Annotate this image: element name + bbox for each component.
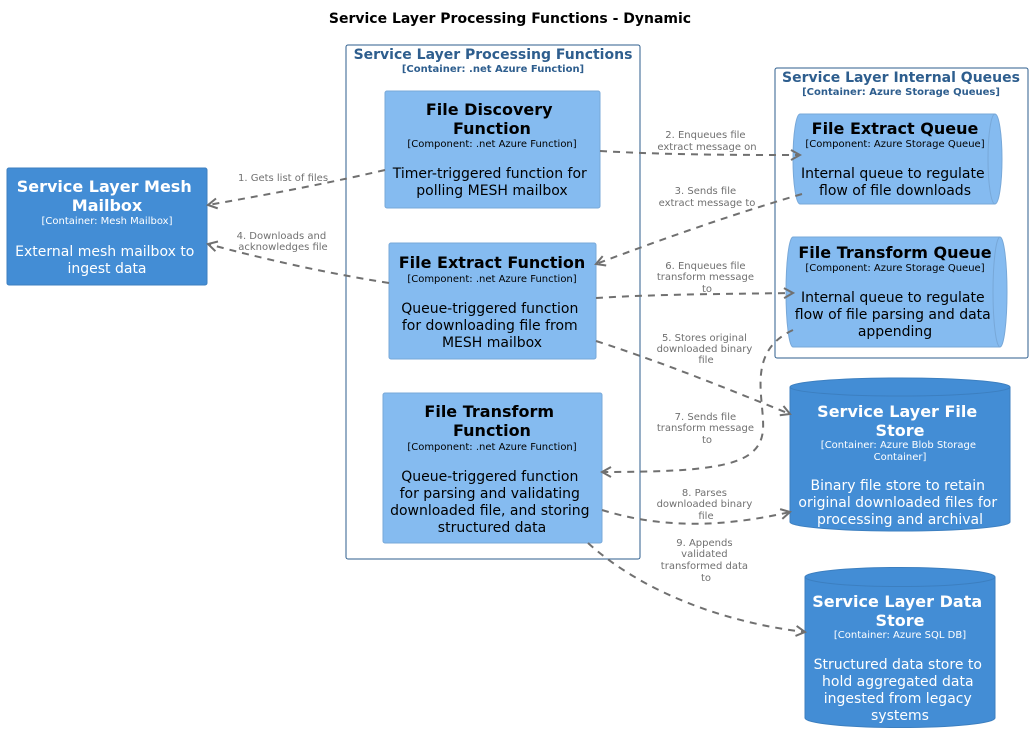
edge-7-label: 7. Sends file transform message to	[657, 412, 757, 446]
file-store-desc-2: original downloaded files for	[798, 495, 997, 511]
mesh-type: [Container: Mesh Mailbox]	[42, 216, 173, 227]
data-store-desc-1: Structured data store to	[814, 657, 982, 673]
extract-q-title: File Extract Queue	[812, 119, 979, 138]
edges	[208, 151, 805, 632]
transform-fn-desc-2: for parsing and validating	[400, 486, 580, 502]
node-mesh-mailbox[interactable]: Service Layer Mesh Mailbox [Container: M…	[6, 167, 208, 286]
node-file-discovery-function[interactable]: File Discovery Function [Component: .net…	[384, 90, 601, 209]
transform-q-desc-2: flow of file parsing and data	[795, 307, 991, 323]
node-file-extract-function[interactable]: File Extract Function [Component: .net A…	[388, 242, 597, 360]
edge-1-label: 1. Gets list of files	[238, 173, 328, 184]
edge-5-line	[595, 340, 790, 414]
extract-fn-title: File Extract Function	[399, 253, 586, 272]
extract-q-desc-2: flow of file downloads	[819, 183, 971, 199]
edge-8-label: 8. Parses downloaded binary file	[657, 488, 756, 522]
boundary-queues-title: Service Layer Internal Queues	[782, 70, 1020, 86]
edge-8-line	[601, 510, 790, 525]
svg-text:[Container: Azure Blob Storage: [Container: Azure Blob Storage Container…	[821, 440, 979, 463]
edge-3-line	[596, 193, 803, 264]
svg-text:Queue-triggered function: Queue-triggered function for parsing and…	[390, 469, 594, 536]
svg-text:Internal queue to regulate: Internal queue to regulate flow of file …	[795, 290, 995, 340]
node-service-layer-file-store[interactable]: Service Layer File Store [Container: Azu…	[789, 377, 1011, 532]
svg-text:External mesh mailbox to: External mesh mailbox to ingest data	[15, 244, 199, 277]
boundary-queues-type: [Container: Azure Storage Queues]	[802, 87, 1000, 98]
extract-q-type: [Component: Azure Storage Queue]	[805, 139, 984, 150]
svg-text:Timer-triggered function for: Timer-triggered function for polling MES…	[392, 166, 591, 199]
extract-fn-desc-1: Queue-triggered function	[401, 301, 578, 317]
node-file-transform-function[interactable]: File Transform Function [Component: .net…	[382, 392, 603, 544]
transform-q-desc-3: appending	[858, 324, 932, 340]
svg-text:Binary file store to retain: Binary file store to retain original dow…	[798, 478, 1001, 528]
svg-text:File Transform Function: File Transform Function	[424, 402, 559, 440]
boundary-functions: Service Layer Processing Functions [Cont…	[345, 44, 641, 560]
node-service-layer-data-store[interactable]: Service Layer Data Store [Container: Azu…	[804, 567, 996, 728]
edge-6-label: 6. Enqueues file transform message to	[657, 261, 757, 295]
edge-labels: 1. Gets list of files 2. Enqueues file e…	[237, 130, 757, 584]
discovery-desc-1: Timer-triggered function for	[392, 166, 587, 182]
transform-fn-desc-4: structured data	[438, 520, 546, 536]
data-store-title-2: Store	[876, 611, 925, 630]
node-file-transform-queue[interactable]: File Transform Queue [Component: Azure S…	[785, 236, 1008, 348]
edge-9-line	[587, 542, 805, 632]
boundary-functions-title: Service Layer Processing Functions	[354, 47, 633, 63]
boundary-queues: Service Layer Internal Queues [Container…	[774, 67, 1029, 359]
svg-text:Service Layer File Store: Service Layer File Store	[817, 402, 983, 440]
extract-fn-desc-3: MESH mailbox	[442, 335, 542, 351]
data-store-type: [Container: Azure SQL DB]	[834, 630, 966, 641]
discovery-desc-2: polling MESH mailbox	[416, 183, 567, 199]
data-store-desc-3: ingested from legacy	[824, 691, 972, 707]
transform-fn-title-2: Function	[453, 421, 531, 440]
file-store-type-1: [Container: Azure Blob Storage	[821, 440, 976, 451]
transform-fn-desc-1: Queue-triggered function	[401, 469, 578, 485]
extract-q-desc-1: Internal queue to regulate	[801, 166, 985, 182]
file-store-desc-3: processing and archival	[817, 512, 983, 528]
transform-fn-desc-3: downloaded file, and storing	[390, 503, 589, 519]
discovery-title-2: Function	[453, 119, 531, 138]
node-file-extract-queue[interactable]: File Extract Queue [Component: Azure Sto…	[792, 113, 1003, 205]
transform-q-title: File Transform Queue	[798, 243, 991, 262]
transform-fn-type: [Component: .net Azure Function]	[407, 442, 576, 453]
extract-fn-type: [Component: .net Azure Function]	[407, 274, 576, 285]
svg-text:Service Layer Data Store: Service Layer Data Store	[812, 592, 987, 630]
edge-4-label: 4. Downloads and acknowledges file	[237, 231, 330, 253]
file-store-title-2: Store	[876, 421, 925, 440]
boundary-functions-type: [Container: .net Azure Function]	[402, 64, 584, 75]
edge-7-line	[602, 329, 794, 472]
transform-q-type: [Component: Azure Storage Queue]	[805, 263, 984, 274]
svg-text:File Discovery Function: File Discovery Function	[426, 100, 558, 138]
diagram-title: Service Layer Processing Functions - Dyn…	[329, 11, 691, 27]
edge-2-label: 2. Enqueues file extract message on	[657, 130, 756, 153]
svg-text:Internal queue to regulate: Internal queue to regulate flow of file …	[801, 166, 989, 199]
edge-1-line	[208, 169, 386, 205]
discovery-type: [Component: .net Azure Function]	[407, 139, 576, 150]
data-store-desc-2: hold aggregated data	[822, 674, 974, 690]
svg-text:Service Layer Mesh Mailb: Service Layer Mesh Mailbox	[17, 177, 198, 215]
edge-6-line	[595, 293, 793, 298]
edge-3-label: 3. Sends file extract message to	[659, 186, 756, 209]
mesh-title-2: Mailbox	[72, 196, 143, 215]
discovery-title-1: File Discovery	[426, 100, 553, 119]
file-store-desc-1: Binary file store to retain	[811, 478, 985, 494]
extract-fn-desc-2: for downloading file from	[402, 318, 578, 334]
file-store-title-1: Service Layer File	[817, 402, 977, 421]
edge-5-label: 5. Stores original downloaded binary fil…	[657, 333, 756, 366]
transform-fn-title-1: File Transform	[424, 402, 554, 421]
data-store-desc-4: systems	[871, 708, 929, 724]
mesh-desc-1: External mesh mailbox to	[15, 244, 194, 260]
mesh-desc-2: ingest data	[67, 261, 146, 277]
edge-9-label: 9. Appends validated transformed data to	[661, 538, 751, 584]
svg-text:Structured data store to: Structured data store to hold aggregated…	[814, 657, 987, 724]
mesh-title-1: Service Layer Mesh	[17, 177, 192, 196]
data-store-title-1: Service Layer Data	[812, 592, 982, 611]
file-store-type-2: Container]	[874, 452, 927, 463]
svg-text:Queue-triggered function: Queue-triggered function for downloading…	[401, 301, 583, 351]
transform-q-desc-1: Internal queue to regulate	[801, 290, 985, 306]
